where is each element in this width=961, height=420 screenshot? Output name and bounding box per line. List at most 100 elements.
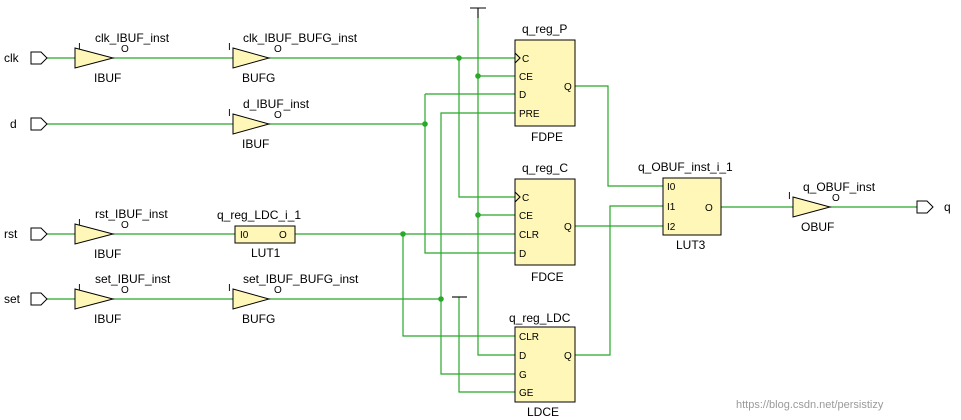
buffer-q-obuf[interactable]: q_OBUF_inst I O OBUF xyxy=(788,180,876,234)
buffer-name: clk_IBUF_BUFG_inst xyxy=(243,31,358,45)
clock-edge-icon xyxy=(514,191,521,203)
junction-set xyxy=(438,296,444,302)
buffer-type: IBUF xyxy=(94,312,121,326)
junction-clk xyxy=(456,55,462,61)
cell-lut3[interactable]: q_OBUF_inst_i_1 I0 I1 I2 O LUT3 xyxy=(638,160,733,252)
watermark-text: https://blog.csdn.net/persistizy xyxy=(736,399,884,411)
pin-q: Q xyxy=(564,222,572,233)
buffer-type: IBUF xyxy=(94,71,121,85)
pin-o: O xyxy=(832,193,840,204)
buffer-type: OBUF xyxy=(801,220,834,234)
cell-type: FDCE xyxy=(531,270,564,284)
output-port-q[interactable]: q xyxy=(916,200,951,214)
buffer-type: IBUF xyxy=(94,247,121,261)
pin-o: O xyxy=(121,220,129,231)
pin-i: I xyxy=(228,42,231,53)
buffer-type: BUFG xyxy=(242,312,275,326)
cell-name: q_OBUF_inst_i_1 xyxy=(638,160,733,174)
pin-i: I xyxy=(78,218,81,229)
cell-lut1[interactable]: q_reg_LDC_i_1 I0 O LUT1 xyxy=(217,208,301,260)
pin-d: D xyxy=(519,90,526,101)
buffer-type: IBUF xyxy=(242,137,269,151)
junction-ce-fdce xyxy=(475,212,481,218)
cell-type: LDCE xyxy=(527,405,559,419)
cell-type: FDPE xyxy=(531,130,563,144)
port-label-d: d xyxy=(10,117,17,131)
pin-o: O xyxy=(274,285,282,296)
cell-type: LUT1 xyxy=(251,246,281,260)
junction-rst xyxy=(400,231,406,237)
buffer-clk-ibuf[interactable]: clk_IBUF_inst I O IBUF xyxy=(74,31,170,85)
pin-clr: CLR xyxy=(519,332,539,343)
pin-q: Q xyxy=(564,351,572,362)
wire-ge-net[interactable] xyxy=(458,297,515,393)
port-label-q: q xyxy=(944,200,951,214)
cell-name: q_reg_LDC_i_1 xyxy=(217,208,301,222)
input-port-set[interactable]: set xyxy=(4,292,48,306)
pin-clr: CLR xyxy=(519,230,539,241)
pin-ge: GE xyxy=(519,388,534,399)
input-port-d[interactable]: d xyxy=(10,117,48,131)
tie-ce-symbol xyxy=(470,7,486,18)
pin-pre: PRE xyxy=(519,109,540,120)
wire-ce-net[interactable] xyxy=(477,18,515,356)
cell-type: LUT3 xyxy=(676,238,706,252)
port-label-clk: clk xyxy=(4,51,20,65)
wire-clr-ldce[interactable] xyxy=(402,234,515,337)
pin-q: Q xyxy=(564,82,572,93)
pin-o: O xyxy=(279,230,287,241)
buffer-name: set_IBUF_BUFG_inst xyxy=(243,272,359,286)
wire-pre-net[interactable] xyxy=(440,112,515,375)
pin-o: O xyxy=(121,44,129,55)
cell-name: q_reg_LDC xyxy=(509,311,571,325)
junction-ce-fdpe xyxy=(475,73,481,79)
pin-o: O xyxy=(121,285,129,296)
pin-i: I xyxy=(228,283,231,294)
buffer-rst-ibuf[interactable]: rst_IBUF_inst I O IBUF xyxy=(74,207,168,261)
pin-ce: CE xyxy=(519,211,533,222)
port-label-set: set xyxy=(4,292,21,306)
pin-i2: I2 xyxy=(667,222,676,233)
clock-edge-icon xyxy=(514,52,521,64)
cell-ldce[interactable]: q_reg_LDC CLR D G GE Q LDCE xyxy=(509,311,576,419)
pin-o: O xyxy=(705,203,713,214)
pin-o: O xyxy=(274,110,282,121)
pin-i: I xyxy=(78,42,81,53)
buffer-name: d_IBUF_inst xyxy=(243,97,310,111)
pin-ce: CE xyxy=(519,72,533,83)
pin-g: G xyxy=(519,370,527,381)
wire-fdpe-q[interactable] xyxy=(575,85,663,187)
pin-d: D xyxy=(519,249,526,260)
buffer-set-ibuf[interactable]: set_IBUF_inst I O IBUF xyxy=(74,272,171,326)
buffer-set-bufg[interactable]: set_IBUF_BUFG_inst I O BUFG xyxy=(228,272,359,326)
pin-c: C xyxy=(522,193,529,204)
buffer-d-ibuf[interactable]: d_IBUF_inst I O IBUF xyxy=(228,97,310,151)
input-port-rst[interactable]: rst xyxy=(4,227,48,241)
buffer-name: clk_IBUF_inst xyxy=(95,31,170,45)
buffer-type: BUFG xyxy=(242,71,275,85)
pin-i: I xyxy=(78,283,81,294)
pin-i0: I0 xyxy=(667,182,676,193)
pin-o: O xyxy=(274,44,282,55)
buffer-clk-bufg[interactable]: clk_IBUF_BUFG_inst I O BUFG xyxy=(228,31,358,85)
cell-name: q_reg_C xyxy=(522,161,568,175)
cell-fdce[interactable]: q_reg_C C CE CLR D Q FDCE xyxy=(514,161,576,284)
buffer-name: set_IBUF_inst xyxy=(95,272,171,286)
wire-d-net[interactable] xyxy=(424,94,515,254)
pin-i1: I1 xyxy=(667,202,676,213)
pin-d: D xyxy=(519,351,526,362)
tie-symbols xyxy=(452,7,486,298)
pin-i0: I0 xyxy=(240,230,249,241)
buffer-name: rst_IBUF_inst xyxy=(95,207,168,221)
pin-i: I xyxy=(228,108,231,119)
junction-d xyxy=(422,121,428,127)
input-port-clk[interactable]: clk xyxy=(4,51,48,65)
wire-clk-branch[interactable] xyxy=(458,58,515,198)
cell-name: q_reg_P xyxy=(522,22,567,36)
wire-ldce-q[interactable] xyxy=(575,205,663,356)
buffer-name: q_OBUF_inst xyxy=(803,180,876,194)
port-label-rst: rst xyxy=(4,227,18,241)
cell-fdpe[interactable]: q_reg_P C CE D PRE Q FDPE xyxy=(514,22,576,144)
wires xyxy=(47,18,917,393)
